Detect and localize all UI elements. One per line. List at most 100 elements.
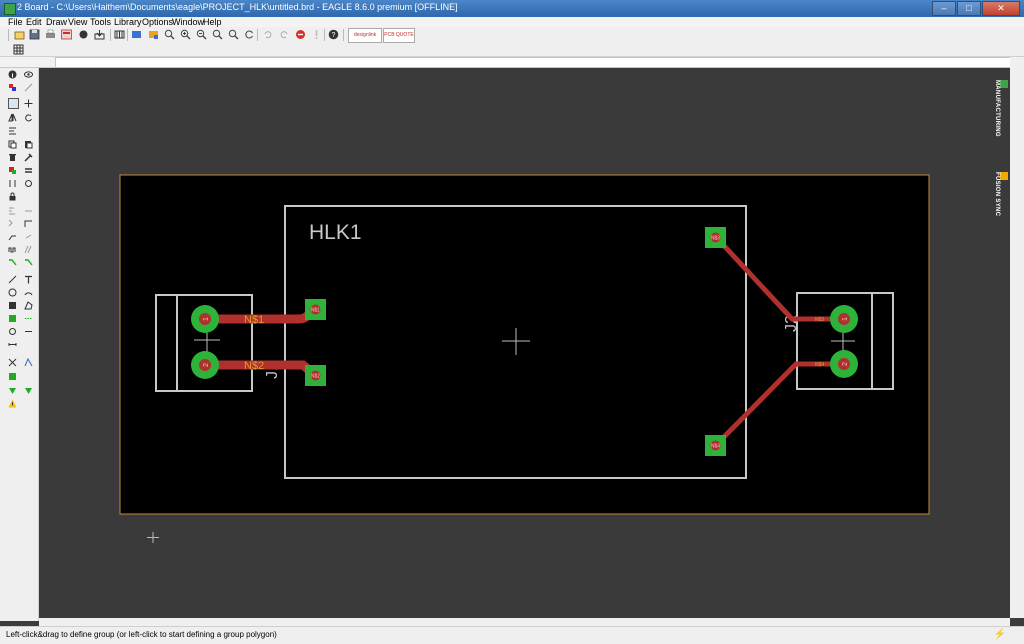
zoom-select-icon[interactable] [212,29,223,40]
manufacturing-tab[interactable]: MANUFACTURING [994,80,1008,137]
signal-icon[interactable] [24,314,33,323]
trace-icon[interactable] [24,258,33,267]
replace-icon[interactable] [8,166,17,175]
warning-icon[interactable] [8,399,17,408]
menu-help[interactable]: Help [203,17,222,27]
layer-icon[interactable] [114,29,125,40]
menu-options[interactable]: Options [142,17,174,27]
menu-view[interactable]: View [68,17,88,27]
pads[interactable]: 1 2 1 2 N$1 [191,227,858,456]
mirror-icon[interactable] [8,113,17,122]
swap-icon[interactable] [24,166,33,175]
route-icon[interactable] [8,232,17,241]
j2-pad-2[interactable]: 2 [830,350,858,378]
erc-icon[interactable] [8,386,17,395]
menu-draw[interactable]: Draw [46,17,68,27]
dimension-icon[interactable] [8,340,17,349]
board-canvas[interactable]: HLK1 J1 J2 1 [39,68,1010,618]
cam-icon[interactable] [61,29,72,40]
print-icon[interactable] [45,29,56,40]
redo-icon[interactable] [279,29,290,40]
zoom-last-icon[interactable] [228,29,239,40]
errors-icon[interactable] [24,386,33,395]
value-icon[interactable] [24,206,33,215]
miter-icon[interactable] [24,219,33,228]
circle-icon[interactable] [8,288,17,297]
smash-icon[interactable] [8,206,17,215]
lightning-icon[interactable]: ⚡ [993,629,1006,640]
hlk-pad-3[interactable]: N$3 [705,227,726,248]
rect-icon[interactable] [8,301,17,310]
move-icon[interactable] [24,99,33,108]
hlk-pad-4[interactable]: N$4 [705,435,726,456]
group-tool-button[interactable] [8,98,19,109]
display-icon[interactable] [8,83,17,92]
zoom-in-icon[interactable] [180,29,191,40]
hlk-pad-1[interactable]: N$1 [305,299,326,320]
delete-icon[interactable] [8,153,17,162]
trace-nets3[interactable] [712,233,847,322]
j1-pad-2[interactable]: 2 [191,351,219,379]
autorouter-icon[interactable] [8,258,17,267]
polygon-icon[interactable] [24,301,33,310]
align-icon[interactable] [8,126,17,135]
help-icon[interactable]: ? [328,29,339,40]
change-icon[interactable] [24,153,33,162]
text-icon[interactable] [24,275,33,284]
hlk1-silkscreen[interactable]: HLK1 [284,205,747,479]
board-area[interactable] [120,175,929,514]
redraw-icon[interactable] [244,29,255,40]
info-icon[interactable] [8,70,17,79]
wire-icon[interactable] [8,275,17,284]
rotate-icon[interactable] [24,113,33,122]
eagle-app-icon[interactable] [4,3,16,15]
attribute-icon[interactable] [24,327,33,336]
mark-icon[interactable] [24,83,33,92]
ripup-icon[interactable] [24,232,33,241]
grid-icon[interactable] [13,44,24,55]
open-icon[interactable] [14,29,25,40]
optimize-icon[interactable] [24,179,33,188]
menu-tools[interactable]: Tools [90,17,112,27]
script-icon[interactable] [78,29,89,40]
maximize-button[interactable]: □ [957,1,981,16]
menu-library[interactable]: Library [114,17,142,27]
arc-icon[interactable] [24,288,33,297]
pcb-quote-button[interactable]: PCB QUOTE [383,28,415,43]
j2-pad-1[interactable]: 1 [830,305,858,333]
vertical-scrollbar[interactable] [1010,57,1024,618]
autoroute-icon[interactable] [24,358,33,367]
fusion-sync-tab[interactable]: FUSION SYNC [994,172,1008,216]
name-icon[interactable] [8,219,17,228]
drc-icon[interactable] [8,372,17,381]
minimize-button[interactable]: – [932,1,956,16]
zoom-fit-icon[interactable] [164,29,175,40]
stop-icon[interactable] [295,29,306,40]
board-icon[interactable] [131,29,142,40]
import-icon[interactable] [94,29,105,40]
paste-icon[interactable] [24,140,33,149]
copy-icon[interactable] [8,140,17,149]
go-icon[interactable] [311,29,322,40]
menu-file[interactable]: File [8,17,23,27]
menu-window[interactable]: Window [172,17,205,27]
show-icon[interactable] [24,70,33,79]
lock-icon[interactable] [8,192,17,201]
design-link-button[interactable]: designlink [348,28,382,43]
horizontal-scrollbar[interactable] [39,618,1010,626]
undo-icon[interactable] [262,29,273,40]
fanout-icon[interactable] [24,245,33,254]
hlk-pad-2[interactable]: N$2 [305,365,326,386]
menu-edit[interactable]: Edit [26,17,42,27]
command-line-input[interactable] [55,57,1017,68]
ratsnest-icon[interactable] [8,358,17,367]
switch-icon[interactable] [148,29,159,40]
hole-icon[interactable] [8,327,17,336]
zoom-out-icon[interactable] [196,29,207,40]
meander-icon[interactable] [8,245,17,254]
save-icon[interactable] [29,29,40,40]
board-outline[interactable] [119,174,930,515]
close-button[interactable]: ✕ [982,1,1020,16]
via-icon[interactable] [8,314,17,323]
split-icon[interactable] [8,179,17,188]
